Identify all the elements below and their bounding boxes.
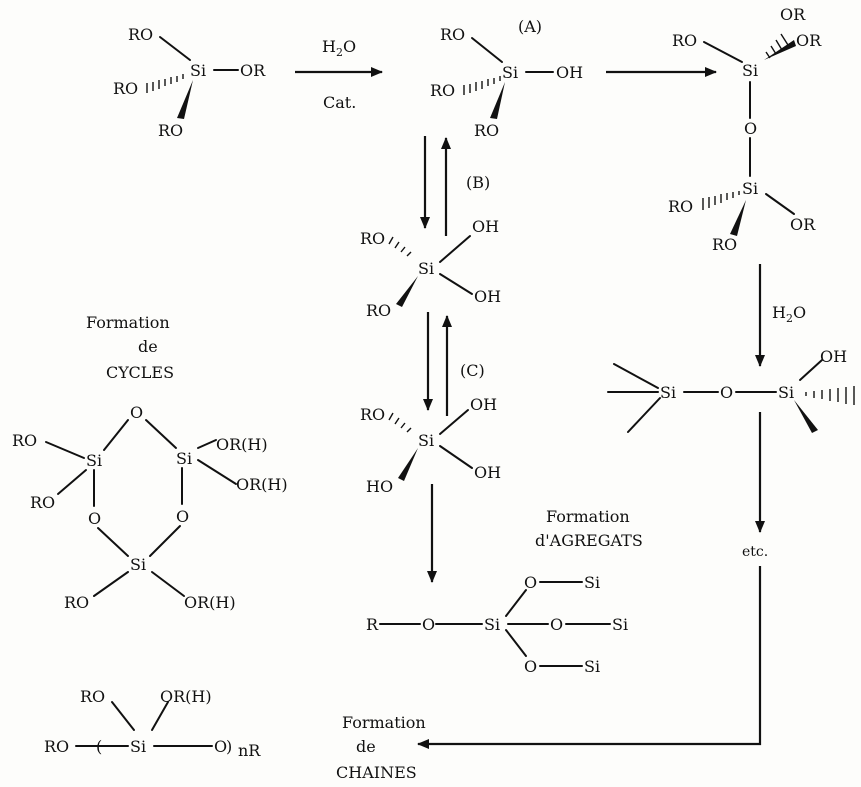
si-atom: Si bbox=[418, 259, 434, 278]
label-a: (A) bbox=[518, 17, 542, 36]
o-atom: O bbox=[550, 615, 563, 634]
o-atom: O bbox=[720, 383, 733, 402]
oh-group: OH bbox=[472, 217, 499, 236]
o-atom: O bbox=[214, 737, 227, 756]
r-group: R bbox=[366, 615, 379, 634]
si-atom: Si bbox=[742, 179, 758, 198]
hashed-bond bbox=[388, 236, 412, 257]
si-atom: Si bbox=[130, 555, 146, 574]
hashed-bond bbox=[463, 76, 501, 95]
oh-group: OH bbox=[556, 63, 583, 82]
si-atom: Si bbox=[130, 737, 146, 756]
label-b: (B) bbox=[466, 173, 490, 192]
si-atom: Si bbox=[176, 449, 192, 468]
molecule-a-monosilanol: (A) Si RO RO OH RO bbox=[430, 17, 583, 140]
ro-group: RO bbox=[64, 593, 89, 612]
o-atom: O bbox=[524, 573, 537, 592]
caption-chains-line1: Formation bbox=[342, 713, 426, 732]
etc-label: etc. bbox=[742, 544, 768, 560]
si-atom: Si bbox=[660, 383, 676, 402]
caption-aggregates-line2: d'AGREGATS bbox=[535, 531, 643, 550]
si-atom: Si bbox=[418, 431, 434, 450]
ro-group: RO bbox=[430, 81, 455, 100]
si-atom: Si bbox=[778, 383, 794, 402]
linear-chain-unit: RO OR(H) RO ( Si O ) nR bbox=[44, 687, 261, 760]
ro-group: RO bbox=[672, 31, 697, 50]
close-parenthesis: ) bbox=[226, 737, 232, 756]
h2o-label: H2O bbox=[772, 303, 806, 325]
oh-group: OH bbox=[474, 287, 501, 306]
o-atom: O bbox=[744, 119, 757, 138]
o-atom: O bbox=[130, 403, 143, 422]
si-atom: Si bbox=[612, 615, 628, 634]
ro-group: RO bbox=[668, 197, 693, 216]
hashed-bond bbox=[146, 74, 184, 93]
caption-chains-line2: de bbox=[356, 737, 376, 756]
arrow-to-chains bbox=[417, 566, 762, 749]
caption-chains-line3: CHAINES bbox=[336, 763, 417, 782]
molecule-siloxane-silanol: Si O Si OH bbox=[607, 347, 855, 433]
oh-group: OH bbox=[474, 463, 501, 482]
ro-group: RO bbox=[12, 431, 37, 450]
o-atom: O bbox=[524, 657, 537, 676]
molecule-tetraalkoxysilane: Si RO RO OR RO bbox=[113, 25, 266, 140]
o-atom: O bbox=[422, 615, 435, 634]
or-group: OR bbox=[796, 31, 822, 50]
ro-group: RO bbox=[366, 301, 391, 320]
si-atom: Si bbox=[190, 61, 206, 80]
oh-group: OH bbox=[470, 395, 497, 414]
orh-group: OR(H) bbox=[236, 475, 288, 494]
ro-group: RO bbox=[30, 493, 55, 512]
cyclic-siloxane: O Si Si O O Si RO RO OR(H) OR(H) RO OR(H… bbox=[12, 403, 288, 612]
hashed-bond bbox=[805, 386, 855, 405]
ro-group: RO bbox=[360, 405, 385, 424]
orh-group: OR(H) bbox=[160, 687, 212, 706]
or-group: OR bbox=[240, 61, 266, 80]
ro-group: RO bbox=[360, 229, 385, 248]
repeat-index-r: nR bbox=[238, 741, 261, 760]
ro-group: RO bbox=[128, 25, 153, 44]
si-atom: Si bbox=[742, 61, 758, 80]
orh-group: OR(H) bbox=[184, 593, 236, 612]
hashed-bond bbox=[702, 191, 740, 210]
ro-group: RO bbox=[113, 79, 138, 98]
caption-aggregates-line1: Formation bbox=[546, 507, 630, 526]
molecule-b-disilanol: Si RO OH OH RO bbox=[360, 217, 501, 320]
si-atom: Si bbox=[584, 573, 600, 592]
hashed-bond bbox=[765, 33, 789, 59]
label-c: (C) bbox=[460, 361, 485, 380]
si-atom: Si bbox=[484, 615, 500, 634]
si-atom: Si bbox=[502, 63, 518, 82]
ro-group: RO bbox=[158, 121, 183, 140]
o-atom: O bbox=[176, 507, 189, 526]
ro-group: RO bbox=[44, 737, 69, 756]
ro-group: RO bbox=[440, 25, 465, 44]
molecule-siloxane-dimer: Si RO OR OR O Si RO OR RO bbox=[668, 5, 822, 254]
hashed-bond bbox=[388, 412, 412, 433]
ro-group: RO bbox=[474, 121, 499, 140]
si-atom: Si bbox=[86, 451, 102, 470]
ho-group: HO bbox=[366, 477, 393, 496]
orh-group: OR(H) bbox=[216, 435, 268, 454]
caption-cycles-line2: de bbox=[138, 337, 158, 356]
ro-group: RO bbox=[712, 235, 737, 254]
caption-cycles-line1: Formation bbox=[86, 313, 170, 332]
or-group: OR bbox=[790, 215, 816, 234]
or-group: OR bbox=[780, 5, 806, 24]
caption-cycles-line3: CYCLES bbox=[106, 363, 174, 382]
h2o-label: H2O bbox=[322, 37, 356, 59]
si-atom: Si bbox=[584, 657, 600, 676]
ro-group: RO bbox=[80, 687, 105, 706]
o-atom: O bbox=[88, 509, 101, 528]
aggregate-structure: Formation d'AGREGATS R O Si O Si O Si O … bbox=[366, 507, 643, 676]
catalyst-label: Cat. bbox=[323, 93, 356, 112]
molecule-c-trisilanol: Si RO OH OH HO bbox=[360, 395, 501, 496]
oh-group: OH bbox=[820, 347, 847, 366]
